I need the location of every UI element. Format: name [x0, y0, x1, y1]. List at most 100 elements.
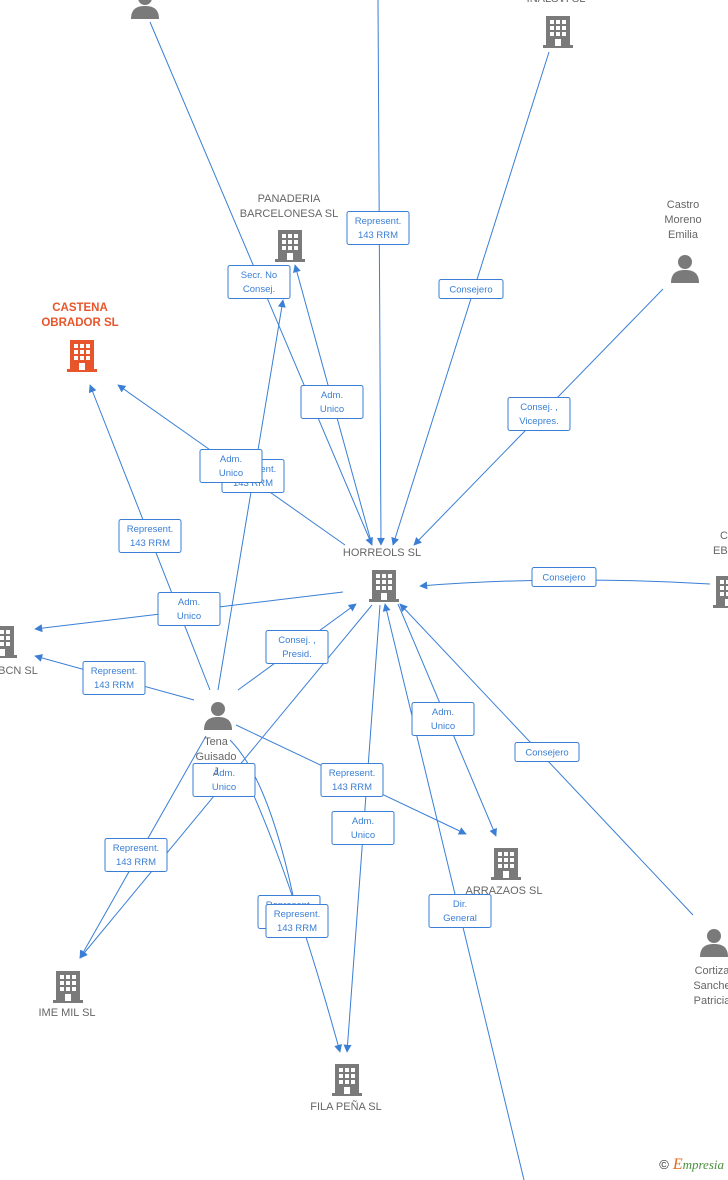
brand-rest: mpresia — [682, 1157, 724, 1172]
person-icon[interactable] — [700, 929, 728, 957]
edge-label-text: Unico — [351, 830, 375, 841]
edge-label-box — [346, 211, 410, 245]
building-icon[interactable] — [491, 848, 521, 880]
building-icon[interactable] — [67, 340, 97, 372]
node-label-tena: J — [213, 766, 219, 778]
building-icon[interactable] — [369, 570, 399, 602]
edge-label[interactable]: Consejero — [514, 742, 580, 762]
node-label-bcn: BCN SL — [0, 665, 38, 677]
node-label-castro: Castro — [667, 199, 699, 211]
edge-label-box — [82, 661, 146, 695]
person-icon[interactable] — [204, 702, 232, 730]
building-icon[interactable] — [275, 230, 305, 262]
node-label-horreols: HORREOLS SL — [343, 547, 421, 559]
node-label-cortiza: Sanche — [693, 980, 728, 992]
edge-label-text: Secr. No — [241, 270, 277, 281]
edge-label[interactable]: Represent. 143 RRM — [118, 519, 182, 553]
edge-label[interactable]: Represent.143 RRM — [320, 763, 384, 797]
edge-label-text: Represent. — [329, 768, 375, 779]
edge-label-box — [507, 397, 571, 431]
edge-label[interactable]: Represent. 143 RRM — [346, 211, 410, 245]
edge-label-text: Unico — [212, 782, 236, 793]
edge-label[interactable]: Secr. No Consej. — [227, 265, 291, 299]
node-label-castro: Moreno — [664, 214, 701, 226]
edge-label-box — [428, 894, 492, 928]
edge-label[interactable]: Adm.Unico — [199, 449, 263, 483]
edge-top-horreols — [376, 0, 385, 546]
edge-bottom-horreols — [382, 603, 525, 1180]
edge-label-text: Vicepres. — [519, 416, 558, 427]
person-icon[interactable] — [671, 255, 699, 283]
edge-label-text: Adm. — [178, 597, 200, 608]
edge-label[interactable]: Consej. ,Presid. — [265, 630, 329, 664]
edge-label-text: Consejero — [449, 285, 492, 296]
edge-label-text: Consejero — [542, 573, 585, 584]
node-label-inalsvi: INALSVI SL — [527, 0, 586, 5]
node-label-tena: Tena — [204, 736, 229, 748]
edge-label-text: Adm. — [432, 707, 454, 718]
node-label-panaderia: BARCELONESA SL — [240, 208, 338, 220]
edge-label-box — [104, 838, 168, 872]
node-label-filapena: FILA PEÑA SL — [310, 1100, 382, 1113]
edge-label[interactable]: Adm. Unico — [411, 702, 475, 736]
edge-label-text: General — [443, 913, 477, 924]
node-label-arrazaos: ARRAZAOS SL — [465, 885, 542, 897]
building-icon[interactable] — [713, 576, 728, 608]
edge-label-text: 143 RRM — [130, 538, 170, 549]
edge-label-box — [320, 763, 384, 797]
edge-label[interactable]: Consej. ,Vicepres. — [507, 397, 571, 431]
brand-initial: E — [672, 1156, 683, 1173]
edge-label[interactable]: Adm. Unico — [331, 811, 395, 845]
edge-label-text: Consej. — [243, 284, 275, 295]
node-label-panaderia: PANADERIA — [258, 193, 321, 205]
edge-label-text: Adm. — [321, 390, 343, 401]
edge-label-box — [411, 702, 475, 736]
edge-label-box — [265, 904, 329, 938]
edge-label-text: 143 RRM — [94, 680, 134, 691]
edge-label-text: Represent. — [113, 843, 159, 854]
edge-label[interactable]: Represent. 143 RRM — [82, 661, 146, 695]
node-label-castro: Emilia — [668, 229, 699, 241]
edge-label[interactable]: Adm.Unico — [192, 763, 256, 797]
edge-label[interactable]: Consejero — [438, 279, 504, 299]
edge-label[interactable]: Represent. 143 RRM — [104, 838, 168, 872]
edge-label-text: Unico — [177, 611, 201, 622]
edge-label-box — [265, 630, 329, 664]
edge-tena-castena-adm — [217, 299, 286, 691]
edge-label-text: Represent. — [127, 524, 173, 535]
node-label-eby: C — [720, 530, 728, 542]
edge-label[interactable]: Dir. General — [428, 894, 492, 928]
building-icon[interactable] — [332, 1064, 362, 1096]
edge-label[interactable]: Represent.143 RRM — [265, 904, 329, 938]
edge-label-text: Represent. — [355, 216, 401, 227]
node-label-tena: Guisado — [196, 751, 237, 763]
person-icon[interactable] — [131, 0, 159, 19]
edge-label-text: Presid. — [282, 649, 312, 660]
edge-label-box — [514, 742, 580, 762]
edge-label-text: 143 RRM — [358, 230, 398, 241]
edge-label-box — [227, 265, 291, 299]
edge-label-text: 143 RRM — [116, 857, 156, 868]
node-label-eby: EBY — [713, 545, 728, 557]
edge-label-text: Unico — [431, 721, 455, 732]
edge-label[interactable]: Consejero — [531, 567, 597, 587]
edge-label-text: 143 RRM — [277, 923, 317, 934]
building-icon[interactable] — [543, 16, 573, 48]
edge-label-box — [157, 592, 221, 626]
edge-label-box — [331, 811, 395, 845]
building-icon[interactable] — [53, 971, 83, 1003]
node-label-castena: OBRADOR SL — [41, 317, 118, 329]
edge-label-box — [531, 567, 597, 587]
edge-label[interactable]: Adm. Unico — [157, 592, 221, 626]
edge-label-box — [199, 449, 263, 483]
edge-label-box — [300, 385, 364, 419]
copyright-symbol: © — [659, 1157, 669, 1172]
edge-label-text: Unico — [219, 468, 243, 479]
edge-label-text: Represent. — [91, 666, 137, 677]
building-icon[interactable] — [0, 626, 17, 658]
edge-label[interactable]: Adm.Unico — [300, 385, 364, 419]
edge-label-text: Adm. — [352, 816, 374, 827]
edge-label-text: Dir. — [453, 899, 467, 910]
